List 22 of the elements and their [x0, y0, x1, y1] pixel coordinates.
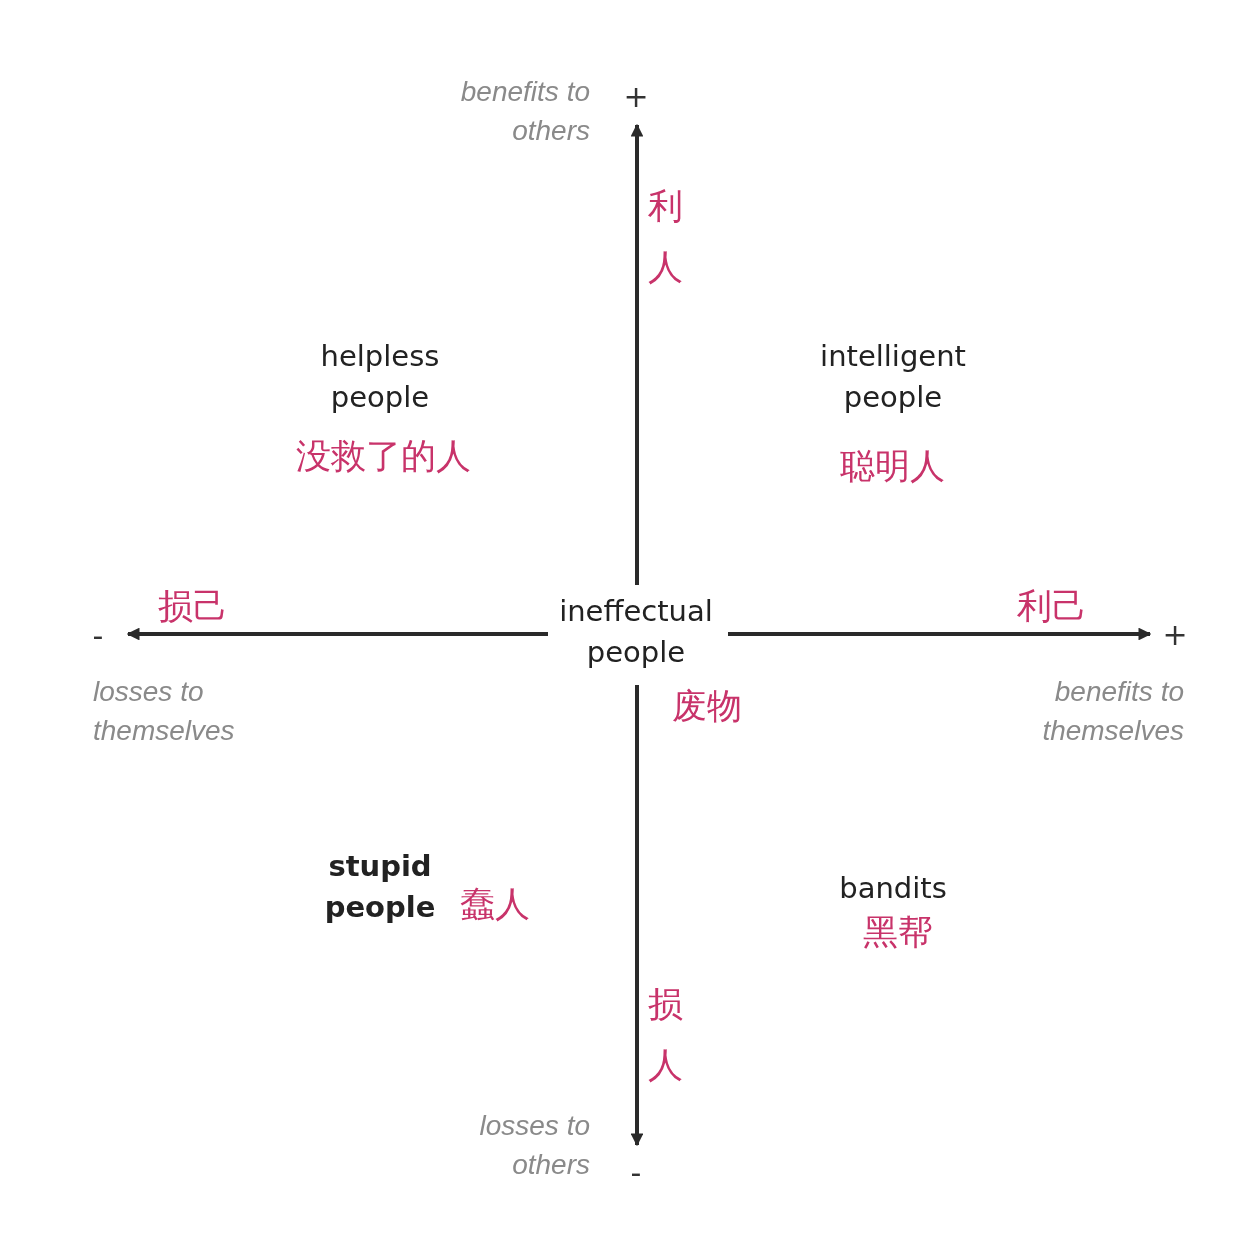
- quadrant-label: 蠢人: [460, 883, 530, 926]
- axis-label: benefits to others: [460, 75, 590, 149]
- minus-sign: -: [92, 617, 104, 655]
- quadrant-label: 没救了的人: [295, 435, 471, 478]
- plus-sign: +: [1162, 616, 1188, 654]
- axis-label: 利人: [648, 185, 684, 290]
- axis-label: losses to themselves: [93, 675, 236, 749]
- quadrant-label: bandits: [839, 870, 947, 907]
- axis-label: 损己: [158, 585, 228, 628]
- plus-sign: +: [623, 78, 649, 116]
- quadrant-label: 黑帮: [863, 911, 933, 954]
- quadrant-label: stupid people: [323, 848, 437, 926]
- axis-label: 利己: [1017, 585, 1087, 628]
- axis-label: benefits to themselves: [1041, 675, 1184, 749]
- quadrant-label: intelligent people: [819, 338, 967, 416]
- quadrant-label: 聪明人: [839, 445, 945, 488]
- axis-label: 损人: [648, 983, 684, 1088]
- center-label: 废物: [672, 685, 742, 728]
- minus-sign: -: [630, 1154, 642, 1192]
- quadrant-label: helpless people: [319, 338, 441, 416]
- center-label: ineffectual people: [558, 593, 714, 671]
- axis-label: losses to others: [478, 1109, 590, 1183]
